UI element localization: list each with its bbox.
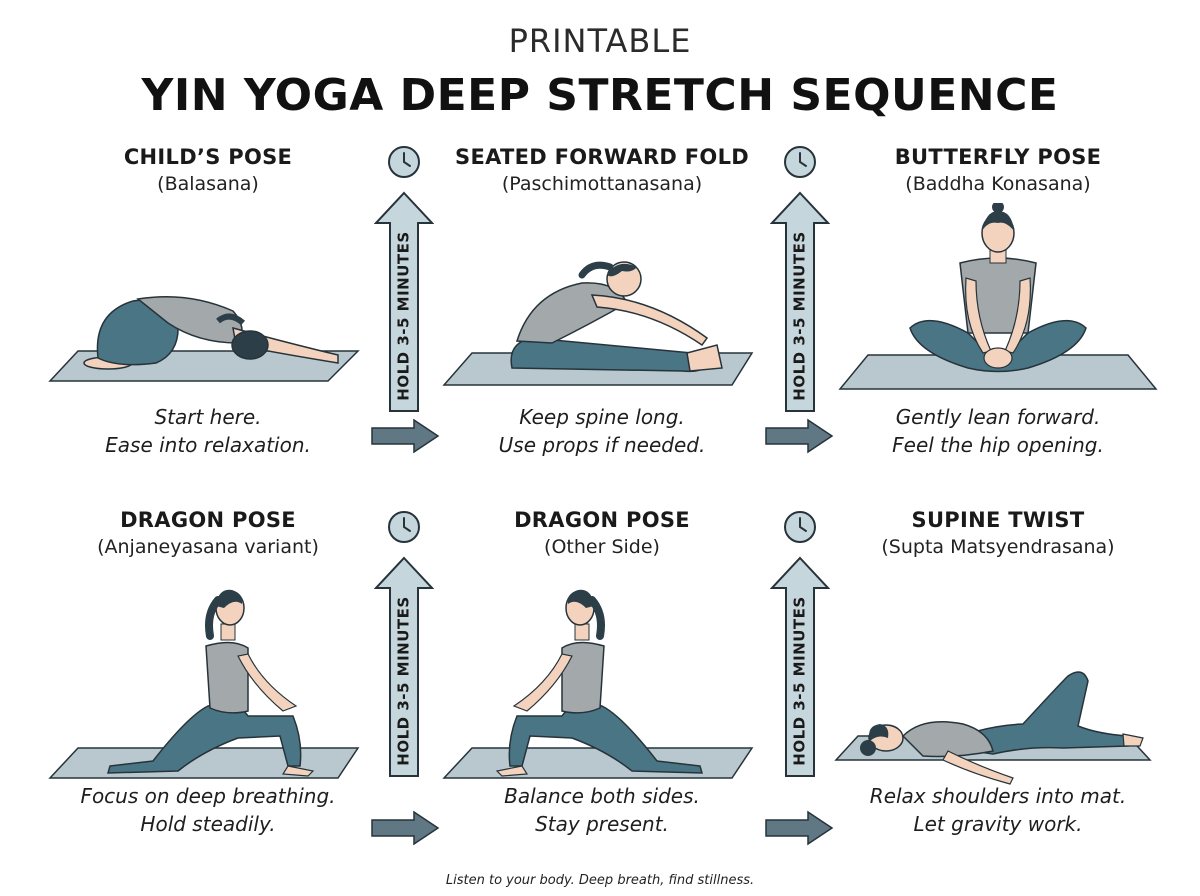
caption-line: Stay present. xyxy=(535,812,669,836)
hold-label: HOLD 3-5 MINUTES xyxy=(395,231,414,401)
hold-label: HOLD 3-5 MINUTES xyxy=(791,231,810,401)
clock-icon xyxy=(388,146,420,178)
pose-name: DRAGON POSE xyxy=(514,508,690,532)
pose-card-seated-forward-fold: SEATED FORWARD FOLD (Paschimottanasana) … xyxy=(432,145,772,459)
caption-line: Feel the hip opening. xyxy=(892,433,1104,457)
hold-indicator: HOLD 3-5 MINUTES xyxy=(770,145,830,425)
arrow-up-icon xyxy=(374,556,434,777)
pose-card-dragon-pose-other-side: DRAGON POSE (Other Side) Balance both si… xyxy=(432,508,772,838)
childs-pose-illustration xyxy=(38,203,378,393)
pose-sanskrit-name: (Anjaneyasana variant) xyxy=(97,536,319,558)
hold-label-wrap: HOLD 3-5 MINUTES xyxy=(374,191,434,413)
pose-name: DRAGON POSE xyxy=(120,508,296,532)
pose-name: SEATED FORWARD FOLD xyxy=(455,145,749,169)
pose-name: SUPINE TWIST xyxy=(911,508,1085,532)
butterfly-pose-illustration xyxy=(828,203,1168,393)
supine-twist-illustration xyxy=(828,566,1168,786)
pose-sanskrit-name: (Balasana) xyxy=(157,173,259,195)
arrow-right-icon xyxy=(371,418,440,454)
arrow-right-icon xyxy=(765,418,834,454)
arrow-up-icon xyxy=(770,556,830,777)
caption-line: Focus on deep breathing. xyxy=(80,784,336,808)
hold-label-wrap: HOLD 3-5 MINUTES xyxy=(374,556,434,778)
hold-indicator: HOLD 3-5 MINUTES xyxy=(770,510,830,790)
hold-label: HOLD 3-5 MINUTES xyxy=(791,596,810,766)
hold-indicator: HOLD 3-5 MINUTES xyxy=(374,145,434,425)
pose-card-butterfly-pose: BUTTERFLY POSE (Baddha Konasana) Gently … xyxy=(828,145,1168,459)
header: PRINTABLE YIN YOGA DEEP STRETCH SEQUENCE xyxy=(0,22,1200,121)
pose-card-dragon-pose: DRAGON POSE (Anjaneyasana variant) Focus… xyxy=(38,508,378,838)
pose-name: CHILD’S POSE xyxy=(123,145,293,169)
caption-line: Gently lean forward. xyxy=(895,405,1101,429)
arrow-right-icon xyxy=(765,810,834,846)
caption-line: Let gravity work. xyxy=(913,812,1083,836)
clock-icon xyxy=(784,511,816,543)
pose-caption: Focus on deep breathing. Hold steadily. xyxy=(38,782,378,838)
pose-sanskrit-name: (Other Side) xyxy=(544,536,660,558)
dragon-pose-other-side-illustration xyxy=(432,566,772,786)
arrow-up-icon xyxy=(374,191,434,412)
caption-line: Use props if needed. xyxy=(498,433,706,457)
pose-caption: Keep spine long. Use props if needed. xyxy=(432,403,772,459)
caption-line: Balance both sides. xyxy=(504,784,700,808)
pose-caption: Start here. Ease into relaxation. xyxy=(38,403,378,459)
footer-note: Listen to your body. Deep breath, find s… xyxy=(445,873,755,888)
pose-sanskrit-name: (Supta Matsyendrasana) xyxy=(881,536,1115,558)
caption-line: Ease into relaxation. xyxy=(105,433,311,457)
pose-card-childs-pose: CHILD’S POSE (Balasana) Start here. Ease… xyxy=(38,145,378,459)
pose-sanskrit-name: (Baddha Konasana) xyxy=(905,173,1091,195)
seated-forward-fold-illustration xyxy=(432,203,772,393)
arrow-up-icon xyxy=(770,191,830,412)
hold-indicator: HOLD 3-5 MINUTES xyxy=(374,510,434,790)
caption-line: Keep spine long. xyxy=(519,405,685,429)
caption-line: Relax shoulders into mat. xyxy=(869,784,1127,808)
pose-sanskrit-name: (Paschimottanasana) xyxy=(501,173,703,195)
page-subtitle: PRINTABLE xyxy=(508,22,692,60)
arrow-right-icon xyxy=(371,810,440,846)
pose-card-supine-twist: SUPINE TWIST (Supta Matsyendrasana) Rela… xyxy=(828,508,1168,838)
page-title: YIN YOGA DEEP STRETCH SEQUENCE xyxy=(141,70,1059,121)
caption-line: Hold steadily. xyxy=(140,812,276,836)
hold-label: HOLD 3-5 MINUTES xyxy=(395,596,414,766)
clock-icon xyxy=(388,511,420,543)
caption-line: Start here. xyxy=(154,405,262,429)
pose-caption: Balance both sides. Stay present. xyxy=(432,782,772,838)
pose-caption: Gently lean forward. Feel the hip openin… xyxy=(828,403,1168,459)
hold-label-wrap: HOLD 3-5 MINUTES xyxy=(770,556,830,778)
hold-label-wrap: HOLD 3-5 MINUTES xyxy=(770,191,830,413)
dragon-pose-illustration xyxy=(38,566,378,786)
pose-caption: Relax shoulders into mat. Let gravity wo… xyxy=(828,782,1168,838)
clock-icon xyxy=(784,146,816,178)
pose-name: BUTTERFLY POSE xyxy=(894,145,1102,169)
